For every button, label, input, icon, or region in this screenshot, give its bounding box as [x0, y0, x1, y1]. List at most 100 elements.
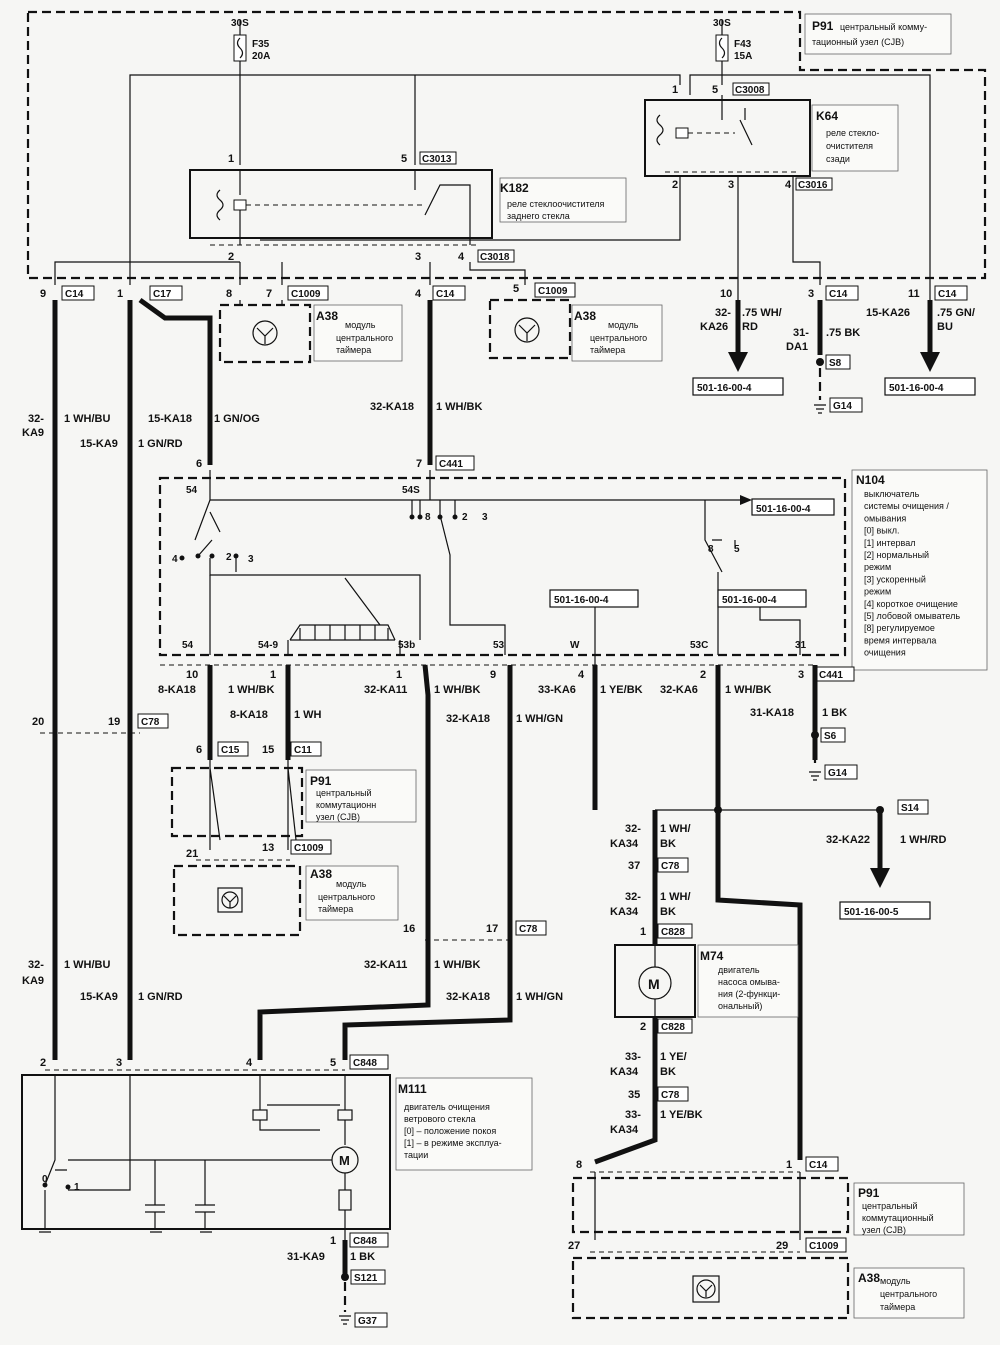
wire-1whbk-a: 1 WH/BK — [436, 401, 483, 413]
p91-mid-desc2: коммутационн — [316, 800, 376, 810]
relay-k64 — [644, 99, 811, 177]
m74-line-1: насоса омыва- — [718, 977, 780, 987]
wire-ka34-c: KA34 — [610, 1066, 639, 1078]
wire-75gnbu: .75 GN/ — [937, 307, 975, 319]
row2-pin2: 2 — [700, 669, 706, 681]
c14-pin1: 1 — [786, 1159, 792, 1171]
c828-pin2: 2 — [640, 1021, 646, 1033]
wire-15ka9-a: 15-KA9 — [80, 438, 118, 450]
wire-32-ka34-b: 32- — [625, 891, 641, 903]
row2-pin4: 4 — [578, 669, 585, 681]
p91-mid-desc3: узел (CJB) — [316, 812, 360, 822]
wire-33-b: 33- — [625, 1109, 641, 1121]
wire-1bk-a: 1 BK — [822, 707, 847, 719]
n104-line-13: очищения — [864, 648, 906, 658]
relay-k182 — [189, 169, 493, 239]
a38-2-desc2: центрального — [590, 333, 647, 343]
p91-bottom-desc2: коммутационный — [862, 1213, 934, 1223]
c14-label-c: C14 — [829, 289, 848, 300]
ref-501-16-00-4-a: 501-16-00-4 — [697, 383, 752, 394]
wire-31ka18: 31-KA18 — [750, 707, 794, 719]
m74-line-3: ональный) — [718, 1001, 762, 1011]
a38-4-id: A38 — [858, 1271, 880, 1285]
fuse-f43-rating: 15A — [734, 51, 752, 62]
n104-terminal-53: 53 — [493, 640, 505, 651]
k64-connector-bottom: C3016 — [798, 180, 828, 191]
ground-g14-a: G14 — [833, 401, 852, 412]
a38-1-desc1: модуль — [345, 320, 376, 330]
n104-line-9: [4] короткое очищение — [864, 599, 958, 609]
c1009-pin27: 27 — [568, 1240, 580, 1252]
k64-pin5: 5 — [712, 84, 718, 96]
c78-pin37: 37 — [628, 860, 640, 872]
k64-desc1: реле стекло- — [826, 128, 879, 138]
wire-1wh-a: 1 WH/ — [660, 823, 691, 835]
wire-1yebk-b: 1 YE/BK — [660, 1109, 703, 1121]
wire-8ka18-a: 8-KA18 — [158, 684, 196, 696]
wire-32ka18-a: 32-KA18 — [370, 401, 414, 413]
c14-pin10: 10 — [720, 288, 732, 300]
wire-33ka6: 33-KA6 — [538, 684, 576, 696]
n104-contact-4: 4 — [172, 554, 178, 565]
ref-501-16-00-5: 501-16-00-5 — [844, 907, 899, 918]
c848-label-a: C848 — [353, 1058, 377, 1069]
k182-pin4: 4 — [458, 251, 465, 263]
c1009-pin13: 13 — [262, 842, 274, 854]
a38-1-desc3: таймера — [336, 345, 371, 355]
ground-g14-b: G14 — [828, 768, 847, 779]
n104-terminal-53c: 53C — [690, 640, 708, 651]
p91-bottom-desc3: узел (CJB) — [862, 1225, 906, 1235]
c14-label-e: C14 — [809, 1160, 828, 1171]
c828-label-b: C828 — [661, 1022, 685, 1033]
c14-pin4: 4 — [415, 288, 422, 300]
row2-pin1b: 1 — [396, 669, 402, 681]
c78-row-2: 16 17 C78 32-KA11 1 WH/BK 32-KA18 1 WH/G… — [22, 920, 563, 1060]
connector-row-2: 10 1 1 9 4 2 3 C441 8-KA18 1 WH/BK 8-KA1… — [158, 664, 858, 940]
n104-line-1: системы очищения / — [864, 501, 949, 511]
wire-32-ka9-b: 32- — [28, 959, 44, 971]
c848-pin5: 5 — [330, 1057, 336, 1069]
m74-id: M74 — [700, 949, 724, 963]
k64-pin2: 2 — [672, 179, 678, 191]
wire-1whbu-b: 1 WH/BU — [64, 959, 111, 971]
wire-32ka18-c: 32-KA18 — [446, 991, 490, 1003]
c11-label: C11 — [294, 745, 312, 756]
p91-mid-id: P91 — [310, 774, 332, 788]
wire-bk-c: BK — [660, 1066, 676, 1078]
k182-pin2: 2 — [228, 251, 234, 263]
connector-row-1: 9 C14 1 C17 8 7 C1009 4 C14 5 C1009 10 3… — [40, 282, 968, 301]
left-wires: 32- KA9 1 WH/BU 15-KA18 1 GN/OG 15-KA9 1… — [22, 297, 483, 1060]
a38-3-desc1: модуль — [336, 879, 367, 889]
c78-label-d: C78 — [661, 1090, 680, 1101]
a38-3-desc3: таймера — [318, 904, 353, 914]
c78-label-a: C78 — [141, 717, 160, 728]
ref-501-16-00-4-d: 501-16-00-4 — [554, 595, 609, 606]
wire-1whrd: 1 WH/RD — [900, 834, 947, 846]
p91-mid: P91 центральный коммутационн узел (CJB) … — [170, 760, 417, 861]
row2-pin3: 3 — [798, 669, 804, 681]
wire-32ka6: 32-KA6 — [660, 684, 698, 696]
m111-motor-symbol: M — [339, 1153, 350, 1168]
c441-pin7: 7 — [416, 458, 422, 470]
ref-501-16-00-4-b: 501-16-00-4 — [889, 383, 944, 394]
n104-contact-8: 8 — [425, 512, 431, 523]
wire-1whgn-b: 1 WH/GN — [516, 991, 563, 1003]
a38-module-2: A38 модуль центрального таймера — [488, 298, 663, 362]
n104-terminal-54s: 54S — [402, 485, 420, 496]
wire-ka34-a: KA34 — [610, 838, 639, 850]
c1009-label-d: C1009 — [809, 1241, 839, 1252]
c78-label-b: C78 — [519, 924, 538, 935]
wire-ka9-a: KA9 — [22, 427, 44, 439]
c78-row: 20 19 C78 6 C15 15 C11 — [32, 713, 322, 757]
wire-32ka22: 32-KA22 — [826, 834, 870, 846]
wire-75whrd: .75 WH/ — [742, 307, 782, 319]
k182-desc1: реле стеклоочистителя — [507, 199, 605, 209]
a38-4-desc3: таймера — [880, 1302, 915, 1312]
k182-pin5: 5 — [401, 153, 407, 165]
a38-module-1: A38 модуль центрального таймера — [218, 300, 403, 364]
a38-1-desc2: центрального — [336, 333, 393, 343]
n104-line-12: время интервала — [864, 635, 936, 645]
c441-label-b: C441 — [819, 670, 843, 681]
c17-label: C17 — [153, 289, 172, 300]
